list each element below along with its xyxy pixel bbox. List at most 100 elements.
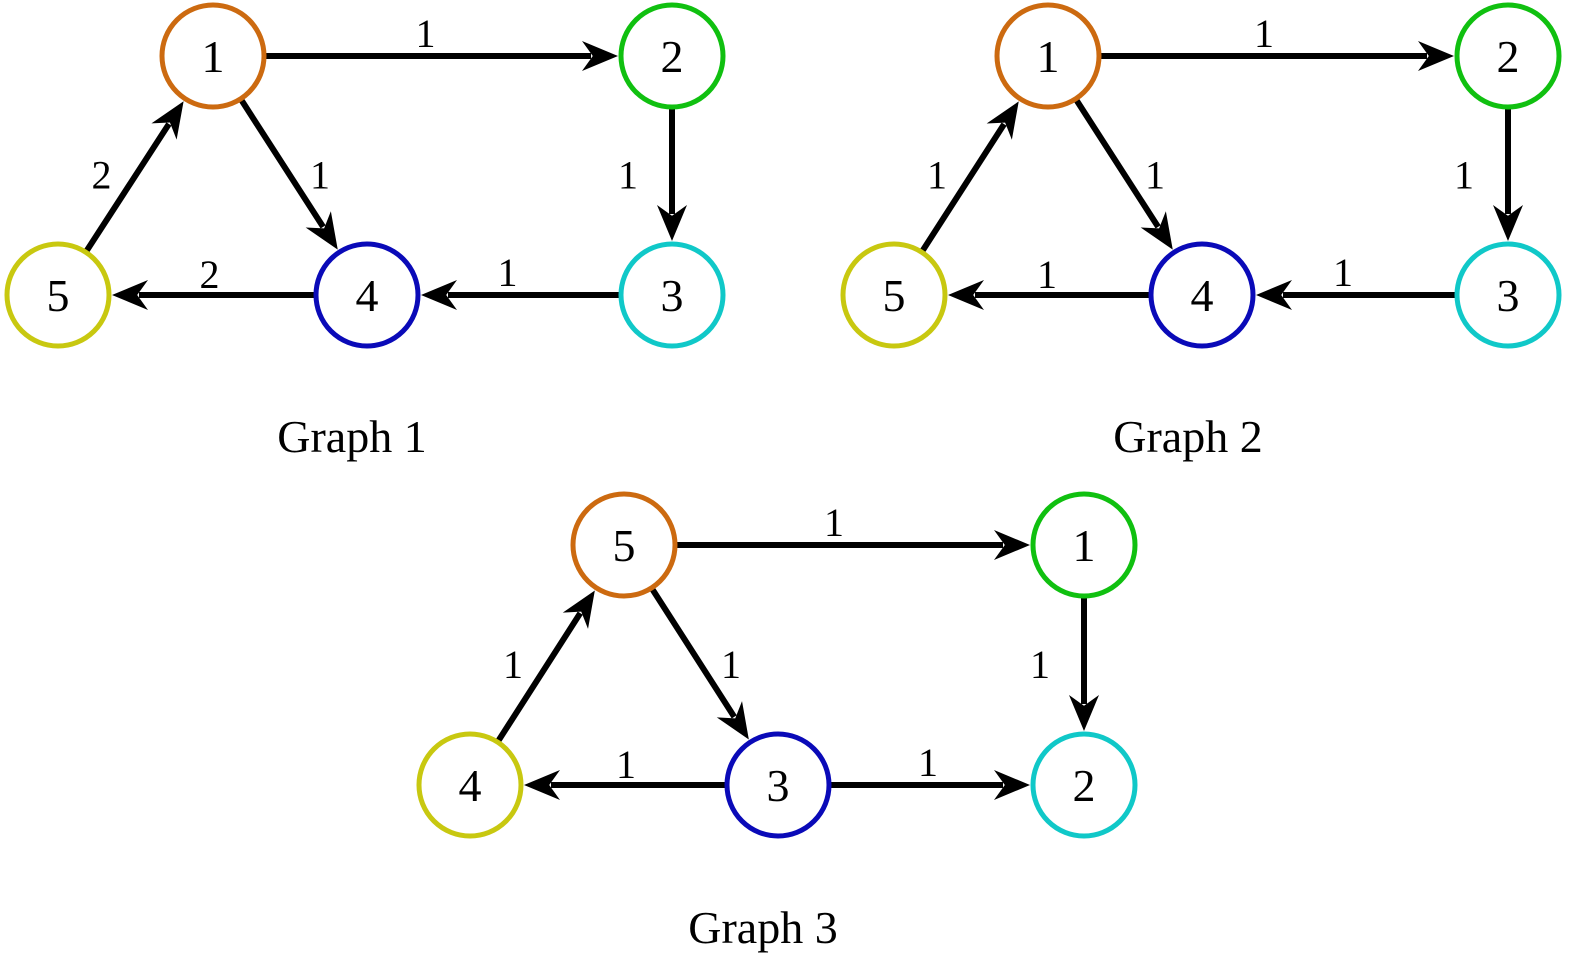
node-4: 4 (1148, 241, 1256, 349)
node-label: 2 (661, 31, 684, 82)
node-2: 2 (1454, 2, 1562, 110)
node-label: 1 (1037, 31, 1060, 82)
node-circle (159, 2, 267, 110)
graph-1: 1 1 1 1 2 2 1 2 3 4 5 (4, 2, 726, 349)
arrowhead-icon (151, 101, 184, 140)
edge-weight-label: 1 (1333, 250, 1353, 295)
node-4: 4 (416, 731, 524, 839)
edge-n1-n2: 1 (266, 11, 618, 71)
node-label: 5 (47, 270, 70, 321)
node-circle (994, 2, 1102, 110)
edge-n5-n3: 1 (650, 587, 749, 740)
node-circle (570, 491, 678, 599)
node-label: 2 (1073, 760, 1096, 811)
edge-n2-n3: 1 (618, 109, 687, 241)
node-1: 1 (1030, 491, 1138, 599)
edge-n1-n4: 1 (1074, 98, 1173, 250)
node-label: 3 (1497, 270, 1520, 321)
node-5: 5 (4, 241, 112, 349)
edge-weight-label: 1 (918, 740, 938, 785)
edge-n1-n4: 1 (239, 98, 338, 250)
node-3: 3 (1454, 241, 1562, 349)
node-circle (4, 241, 112, 349)
node-circle (1454, 2, 1562, 110)
edge-n4-n5: 1 (948, 252, 1149, 310)
arrowhead-icon (305, 211, 338, 250)
edge-weight-label: 1 (618, 153, 638, 198)
edge-n5-n1: 1 (920, 101, 1019, 253)
node-circle (840, 241, 948, 349)
edge-n5-n1: 1 (677, 500, 1030, 560)
edge-line (650, 587, 737, 719)
edge-weight-label: 2 (92, 153, 112, 198)
arrowhead-icon (562, 590, 595, 629)
edge-weight-label: 1 (1454, 153, 1474, 198)
arrowhead-icon (948, 280, 984, 310)
node-4: 4 (313, 241, 421, 349)
node-circle (1148, 241, 1256, 349)
node-label: 1 (1073, 520, 1096, 571)
arrowhead-icon (1418, 41, 1454, 71)
node-1: 1 (159, 2, 267, 110)
edge-n1-n2: 1 (1101, 11, 1454, 71)
node-label: 4 (356, 270, 379, 321)
edge-weight-label: 1 (416, 11, 436, 56)
edge-line (239, 98, 326, 229)
arrowhead-icon (657, 205, 687, 241)
node-circle (724, 731, 832, 839)
edge-weight-label: 1 (1254, 11, 1274, 56)
graph-1-caption: Graph 1 (277, 411, 426, 462)
node-circle (1454, 241, 1562, 349)
edge-n1-n2: 1 (1030, 598, 1099, 731)
node-3: 3 (724, 731, 832, 839)
edge-weight-label: 1 (310, 153, 330, 198)
edge-weight-label: 1 (721, 642, 741, 687)
node-label: 4 (459, 760, 482, 811)
arrowhead-icon (716, 701, 749, 740)
edge-n4-n5: 1 (496, 590, 595, 743)
node-2: 2 (618, 2, 726, 110)
node-circle (1030, 491, 1138, 599)
node-circle (1030, 731, 1138, 839)
edge-n4-n5: 2 (112, 252, 314, 310)
node-2: 2 (1030, 731, 1138, 839)
arrowhead-icon (994, 770, 1030, 800)
node-label: 2 (1497, 31, 1520, 82)
edge-n2-n3: 1 (1454, 109, 1523, 241)
edge-line (84, 122, 172, 253)
edge-line (920, 122, 1007, 253)
node-label: 4 (1191, 270, 1214, 321)
node-label: 3 (767, 760, 790, 811)
node-circle (416, 731, 524, 839)
graph-2-caption: Graph 2 (1113, 411, 1262, 462)
node-1: 1 (994, 2, 1102, 110)
edge-weight-label: 1 (616, 742, 636, 787)
arrowhead-icon (1069, 695, 1099, 731)
arrowhead-icon (986, 101, 1019, 140)
node-circle (313, 241, 421, 349)
node-label: 5 (613, 520, 636, 571)
arrowhead-icon (994, 530, 1030, 560)
arrowhead-icon (421, 280, 457, 310)
node-label: 3 (661, 270, 684, 321)
node-circle (618, 2, 726, 110)
edge-weight-label: 1 (1037, 252, 1057, 297)
edge-n3-n4: 1 (421, 250, 619, 310)
node-5: 5 (840, 241, 948, 349)
edge-n5-n1: 2 (84, 101, 184, 253)
edge-weight-label: 1 (1145, 153, 1165, 198)
arrowhead-icon (1493, 205, 1523, 241)
node-5: 5 (570, 491, 678, 599)
edge-n3-n4: 1 (524, 742, 725, 800)
arrowhead-icon (582, 41, 618, 71)
node-label: 1 (202, 31, 225, 82)
node-3: 3 (618, 241, 726, 349)
edge-line (1074, 98, 1161, 229)
edge-weight-label: 2 (200, 252, 220, 297)
edge-weight-label: 1 (503, 642, 523, 687)
edge-weight-label: 1 (1030, 642, 1050, 687)
arrowhead-icon (112, 280, 148, 310)
